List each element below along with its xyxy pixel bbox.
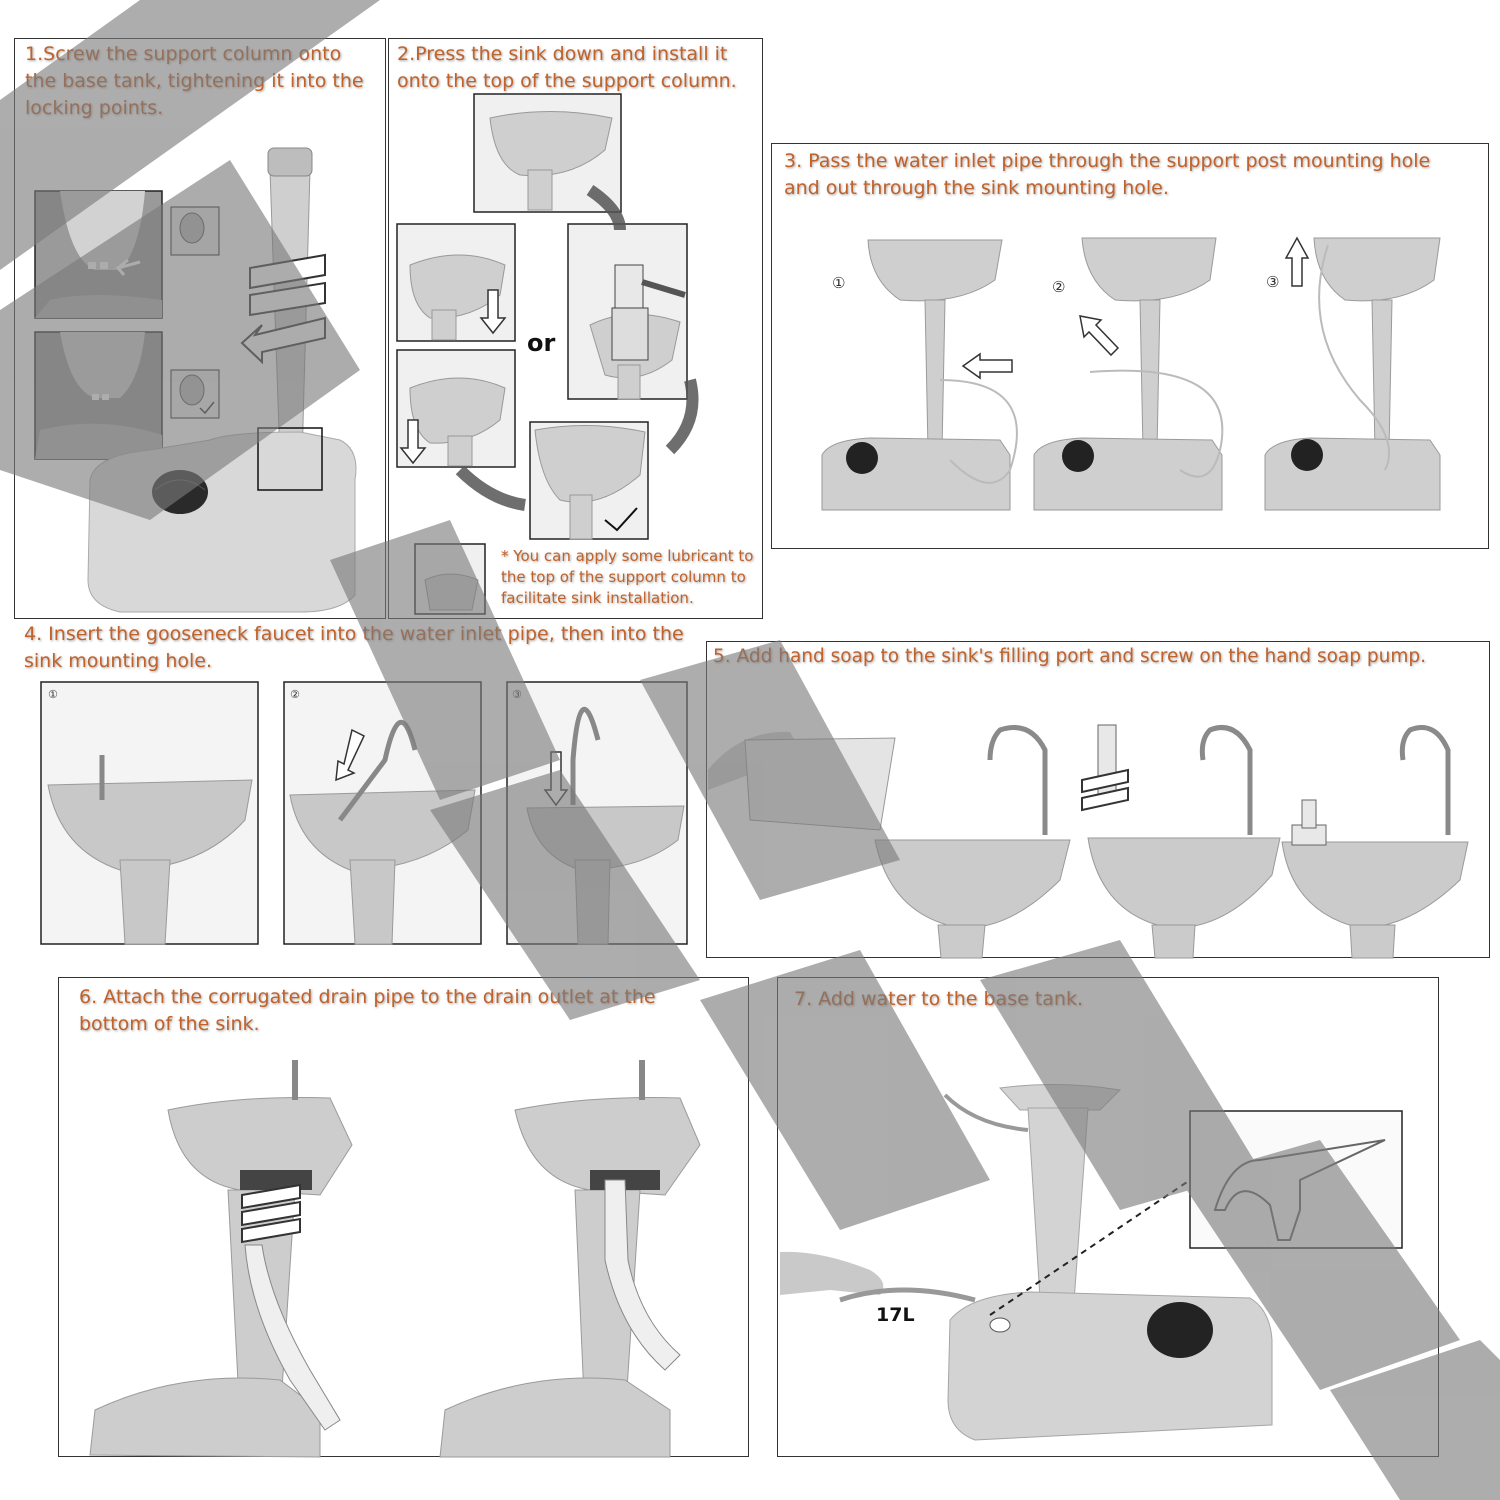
or-label: or [527,329,556,357]
substep-4-1: ① [48,688,58,701]
down-arrow-icon [399,289,507,465]
water-hose [839,1287,976,1303]
mallet [614,264,644,312]
substep-4-2: ② [290,688,300,701]
left-arrow-icon [961,352,1013,380]
hand [780,1251,884,1295]
up-arrow-icon [1284,236,1310,287]
funnel-inset [1189,1110,1403,1249]
check-icon [604,507,638,532]
substep-3-3: ③ [1266,273,1279,291]
rotate-arrow-icon [241,1183,301,1244]
drain-pipe-attached [604,1179,681,1371]
step-3-text: 3. Pass the water inlet pipe through the… [784,150,1431,199]
drain-pipe [244,1244,341,1431]
diagonal-arrow-icon [1079,315,1120,357]
rotate-arrow-icon [1081,768,1129,812]
volume-label: 17L [876,1304,915,1326]
substep-3-1: ① [832,274,845,292]
substep-3-2: ② [1052,278,1065,296]
step-2-text: 2.Press the sink down and install it ont… [397,43,737,92]
